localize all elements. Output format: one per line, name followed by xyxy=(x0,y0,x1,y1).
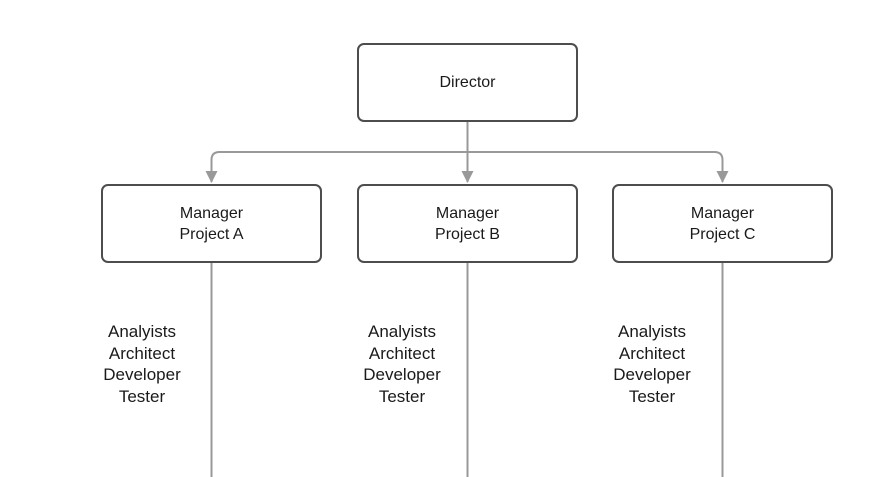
connector-director-to-manager-a xyxy=(205,151,468,183)
team-member-role: Analyists xyxy=(367,322,437,341)
node-manager-project-a: Manager Project A xyxy=(101,184,322,263)
team-member-role: Architect xyxy=(368,343,436,363)
team-member-role: Developer xyxy=(613,365,691,384)
connector-director-to-manager-c xyxy=(467,151,729,183)
team-list-project-a: Analyists Architect Developer Tester xyxy=(82,321,202,407)
team-list-project-c: Analyists Architect Developer Tester xyxy=(592,321,712,407)
team-member-role: Analyists xyxy=(617,322,687,341)
team-member-role: Architect xyxy=(108,343,176,363)
team-member-role: Tester xyxy=(628,386,676,406)
node-manager-project-b: Manager Project B xyxy=(357,184,578,263)
node-manager-a-subtitle: Project A xyxy=(179,225,244,243)
node-manager-b-title: Manager xyxy=(435,204,500,222)
node-manager-c-subtitle: Project C xyxy=(689,225,756,243)
team-list-project-b: Analyists Architect Developer Tester xyxy=(342,321,462,407)
team-member-role: Tester xyxy=(378,386,426,406)
team-member-role: Architect xyxy=(618,343,686,363)
team-member-role: Analyists xyxy=(107,322,177,341)
node-manager-b-subtitle: Project B xyxy=(435,225,500,243)
team-member-role: Developer xyxy=(363,365,441,384)
node-manager-c-title: Manager xyxy=(690,204,755,222)
team-member-role: Developer xyxy=(103,365,181,384)
node-manager-a-title: Manager xyxy=(179,204,244,222)
team-member-role: Tester xyxy=(118,386,166,406)
node-director: Director xyxy=(357,43,578,122)
node-manager-project-c: Manager Project C xyxy=(612,184,833,263)
node-director-label: Director xyxy=(439,74,496,91)
